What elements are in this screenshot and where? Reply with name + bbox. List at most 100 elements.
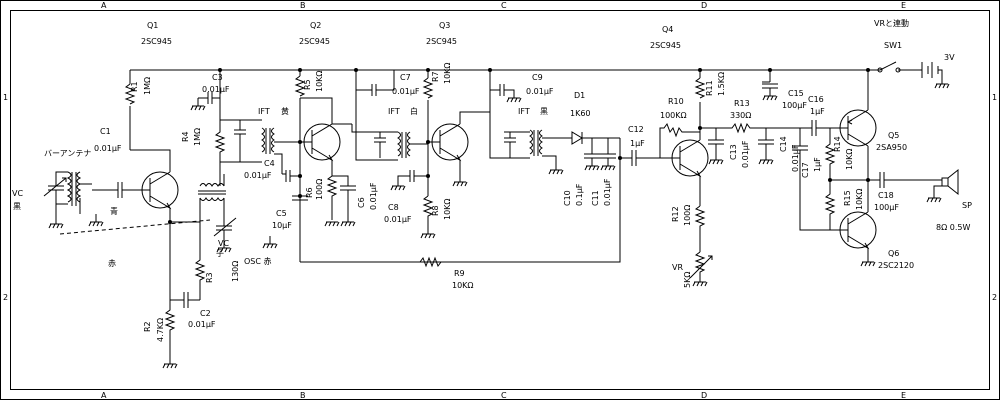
col-label-e-top: E: [901, 1, 906, 10]
r11-ref: R11: [705, 80, 714, 96]
c3-capacitor: [198, 92, 220, 104]
inner-frame: [10, 10, 990, 390]
gang-link: [59, 219, 211, 235]
q3-part: 2SC945: [426, 37, 457, 46]
c17-value: 1μF: [813, 157, 822, 172]
r6-value: 100Ω: [315, 179, 324, 200]
gnd-osc: [216, 238, 232, 253]
junction-rail-8: [866, 68, 870, 72]
junction-rail-6: [698, 68, 702, 72]
q2-ref: Q2: [310, 21, 321, 30]
ift2-cap: [374, 132, 386, 158]
q1-ref: Q1: [147, 21, 158, 30]
r11-resistor: [694, 77, 706, 99]
q5-ref: Q5: [888, 131, 899, 140]
c3-value: 0.01μF: [202, 85, 230, 94]
ift2-label: IFT: [388, 107, 400, 116]
junction-rail-1: [218, 68, 222, 72]
r8-resistor: [422, 195, 434, 234]
r8-value: 10KΩ: [443, 198, 452, 220]
q6-leads: [830, 211, 870, 262]
gnd-c5: [262, 236, 278, 249]
row-label-2-right: 2: [992, 293, 997, 302]
c18-capacitor: [868, 172, 942, 188]
q4-ref: Q4: [662, 25, 673, 34]
agc-line: [300, 138, 621, 263]
q2-stage: Q2 2SC945 R5 10KΩ C5 10μF R6 100Ω C6 0.0…: [262, 21, 378, 262]
col-label-b-bottom: B: [300, 391, 306, 400]
r14-value: 10KΩ: [845, 148, 854, 170]
sw1-contact-a: [877, 67, 883, 73]
q4-leads: [660, 128, 702, 206]
r10-resistor: [659, 122, 700, 158]
speaker-ref: SP: [962, 201, 972, 210]
ift3-label: IFT: [518, 107, 530, 116]
c11-capacitor: [600, 138, 616, 166]
c17-capacitor: [792, 128, 830, 231]
junction-r8: [426, 174, 430, 178]
ift3-coil: [489, 90, 566, 170]
gnd-battery: [934, 83, 950, 89]
r2-value: 4.7KΩ: [156, 318, 165, 342]
junction-q1-emitter: [168, 220, 172, 224]
junction-rail-4: [426, 68, 430, 72]
c9-capacitor: [490, 84, 515, 98]
c5-value: 10μF: [272, 221, 292, 230]
gnd-ift3: [548, 169, 564, 175]
r12-resistor: [694, 205, 706, 252]
q1-leads: [130, 149, 172, 222]
c13-value: 0.01μF: [741, 140, 750, 168]
c10-value: 0.1μF: [575, 183, 584, 206]
c7-capacitor: [356, 70, 395, 96]
q2-part: 2SC945: [299, 37, 330, 46]
c8-value: 0.01μF: [384, 215, 412, 224]
d1-ref: D1: [574, 91, 585, 100]
c17-ref: C17: [801, 162, 810, 178]
c12-ref: C12: [628, 125, 644, 134]
r2-resistor: [164, 222, 176, 364]
c10-capacitor: [584, 138, 600, 166]
vr-label: VR: [672, 263, 683, 272]
r3-value: 130Ω: [231, 261, 240, 282]
r13-ref: R13: [734, 99, 750, 108]
c1-ref: C1: [100, 127, 111, 136]
r1-resistor: [124, 83, 136, 105]
r3-ref: R3: [205, 272, 214, 283]
vr-potentiometer: [689, 251, 713, 282]
col-label-c-top: C: [501, 1, 507, 10]
r5-value: 10KΩ: [315, 70, 324, 92]
c8-capacitor: [397, 170, 428, 186]
rail-junctions: [218, 68, 870, 72]
c4-ref: C4: [264, 159, 275, 168]
q6-part: 2SC2120: [878, 261, 914, 270]
r5-ref: R5: [303, 79, 312, 90]
r14-ref: R14: [833, 136, 842, 152]
c14-value: 0.01μF: [791, 144, 800, 172]
c2-capacitor: [170, 292, 200, 308]
junction-c4: [298, 174, 302, 178]
r9-resistor: [419, 256, 442, 268]
ift2-coil: [332, 90, 428, 161]
output-stage: C16 1μF C17 1μF Q5 2SA950 R14 10KΩ R15 1…: [792, 18, 972, 270]
r10-value: 100KΩ: [660, 111, 687, 120]
q5-part: 2SA950: [876, 143, 907, 152]
r9-value: 10KΩ: [452, 281, 474, 290]
vc-left-color: 黒: [13, 202, 21, 211]
q2-leads: [300, 97, 334, 176]
c2-value: 0.01μF: [188, 320, 216, 329]
ift1-stage: C3 0.01μF R4 1MΩ IFT 黄 C4 0.01μF: [181, 73, 300, 186]
c11-value: 0.01μF: [603, 178, 612, 206]
c7-ref: C7: [400, 73, 411, 82]
ift2-stage: C7 0.01μF IFT 白 C8 0.01μF: [332, 70, 428, 224]
c7-value: 0.01μF: [392, 87, 420, 96]
row-label-1-right: 1: [992, 93, 997, 102]
c10-ref: C10: [563, 190, 572, 206]
c8-ref: C8: [388, 203, 399, 212]
r4-ref: R4: [181, 131, 190, 142]
d1-diode: [566, 131, 620, 145]
r4-value: 1MΩ: [193, 128, 202, 146]
battery: [921, 62, 943, 84]
r14-resistor: [824, 128, 836, 180]
gnd-c3: [190, 98, 206, 111]
c12-capacitor: [620, 150, 660, 166]
